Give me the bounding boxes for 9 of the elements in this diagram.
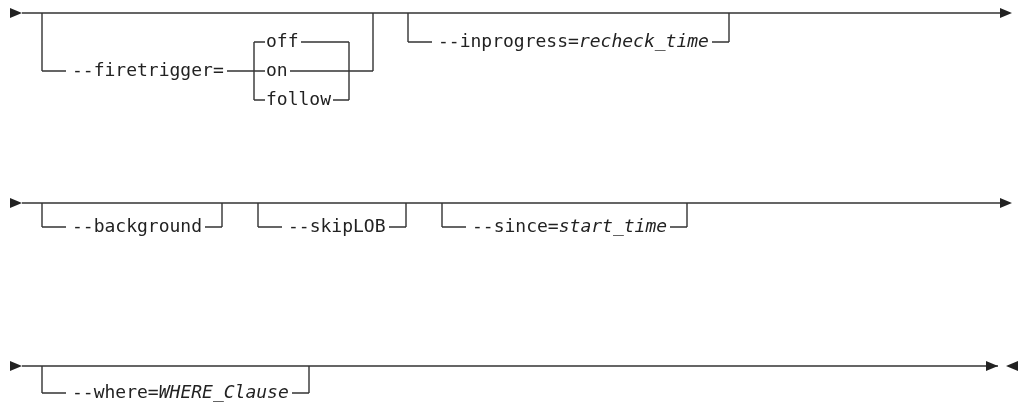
- command-option-text: --skipLOB: [288, 216, 386, 236]
- option-value-text: follow: [266, 89, 332, 109]
- command-option-text: --where=WHERE_Clause: [72, 382, 289, 402]
- command-option-text: --since=start_time: [472, 216, 668, 236]
- command-option-text: --firetrigger=: [72, 60, 224, 80]
- command-option-text: --inprogress=recheck_time: [438, 31, 709, 51]
- option-value-text: off: [266, 31, 299, 51]
- command-option-text: --background: [72, 216, 203, 236]
- option-value-text: on: [266, 60, 288, 80]
